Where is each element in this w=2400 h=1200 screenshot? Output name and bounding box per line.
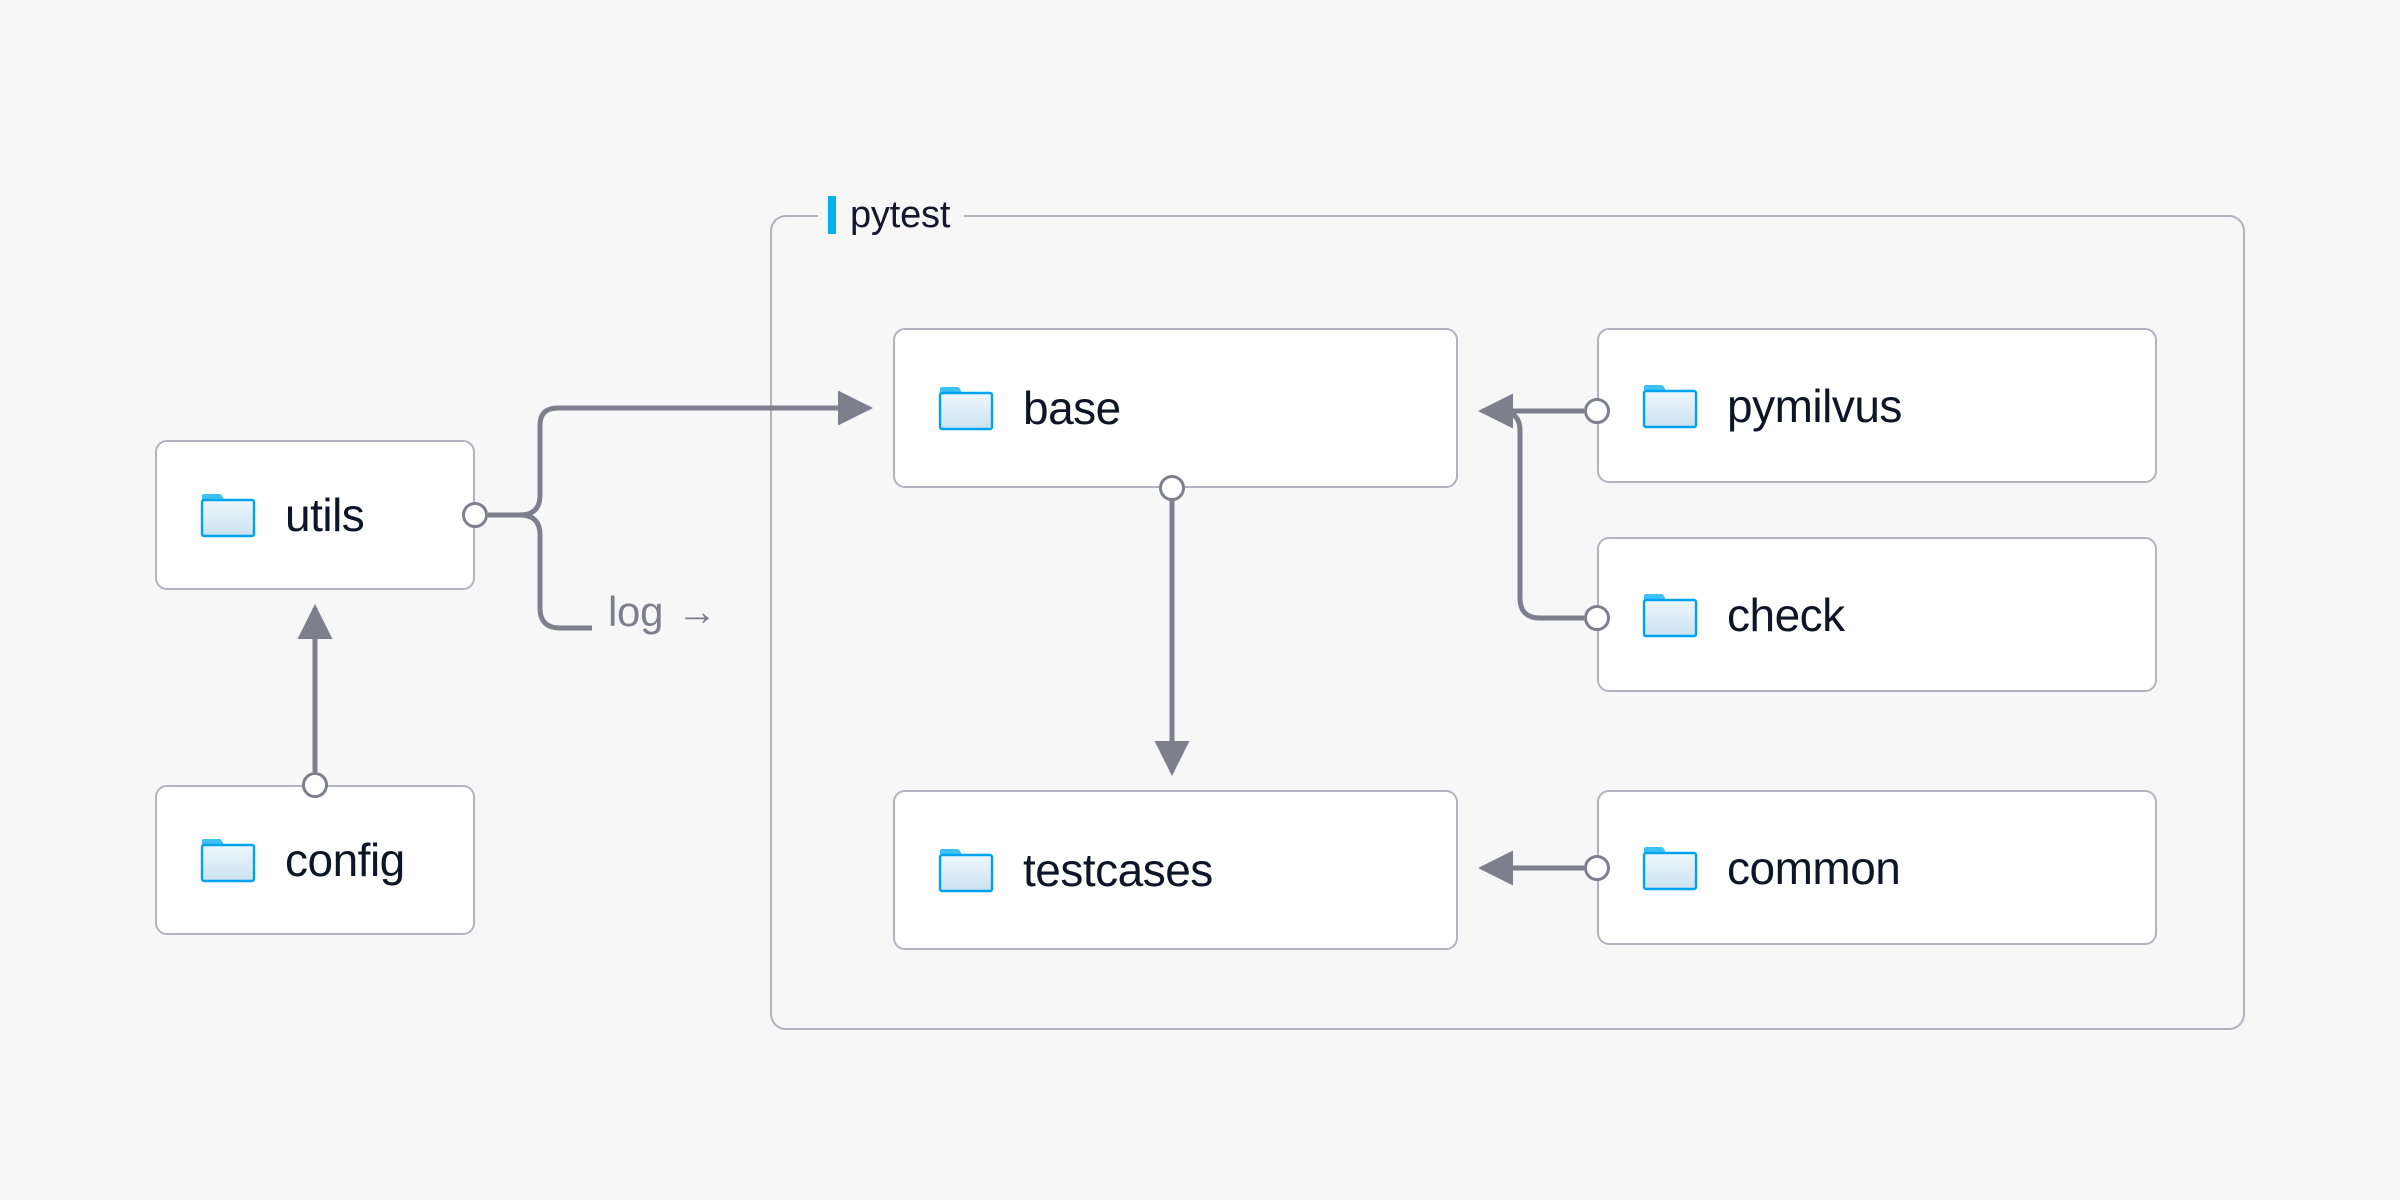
edge-label-log: log → (608, 588, 717, 636)
folder-icon (938, 849, 994, 893)
edge-label-log-text: log (608, 588, 664, 635)
connector-dot-utils-right[interactable] (462, 502, 488, 528)
node-pymilvus[interactable]: pymilvus (1597, 328, 2157, 483)
accent-bar-icon (828, 196, 836, 234)
group-label-pytest: pytest (818, 193, 965, 237)
node-label-check: check (1727, 588, 1845, 641)
connector-dot-common-left[interactable] (1584, 855, 1610, 881)
connector-dot-pymilvus-left[interactable] (1584, 398, 1610, 424)
node-config[interactable]: config (155, 785, 475, 935)
node-label-common: common (1727, 841, 1901, 894)
node-common[interactable]: common (1597, 790, 2157, 945)
folder-icon (1642, 384, 1698, 428)
node-check[interactable]: check (1597, 537, 2157, 692)
group-container-pytest[interactable] (770, 215, 2245, 1030)
arrow-right-icon: → (677, 590, 717, 634)
node-label-pymilvus: pymilvus (1727, 379, 1902, 432)
folder-icon (200, 494, 256, 538)
edge-utils-to-log (488, 512, 592, 631)
node-base[interactable]: base (893, 328, 1458, 488)
folder-icon (1642, 593, 1698, 637)
node-utils[interactable]: utils (155, 440, 475, 590)
node-label-base: base (1023, 382, 1121, 434)
connector-dot-base-bottom[interactable] (1159, 475, 1185, 501)
node-label-config: config (285, 834, 405, 886)
folder-icon (938, 387, 994, 431)
node-label-utils: utils (285, 489, 365, 541)
node-label-testcases: testcases (1023, 844, 1213, 896)
connector-dot-config-top[interactable] (302, 772, 328, 798)
connector-dot-check-left[interactable] (1584, 605, 1610, 631)
node-testcases[interactable]: testcases (893, 790, 1458, 950)
folder-icon (1642, 846, 1698, 890)
folder-icon (200, 839, 256, 883)
group-label-text: pytest (850, 193, 951, 236)
